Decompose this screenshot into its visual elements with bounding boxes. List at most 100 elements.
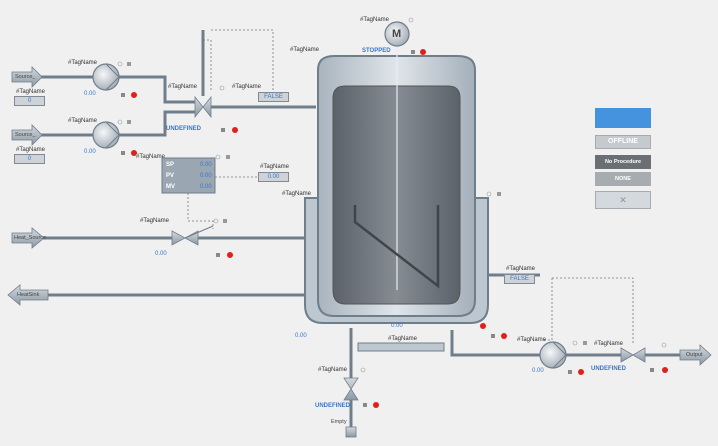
- pipe-outlet: [450, 330, 540, 357]
- tank-bottom-tag: #TagName: [388, 336, 418, 342]
- alarm-icon: [662, 367, 668, 373]
- signal-controller-down: [187, 193, 214, 229]
- inlet-display-tag: #TagName: [232, 84, 262, 90]
- inlet-valve-state: UNDEFINED: [166, 126, 202, 132]
- source-1-value[interactable]: 0: [14, 96, 45, 106]
- heat-sink-arrow: [7, 284, 49, 306]
- clock-icon: [213, 218, 219, 224]
- lock-icon: [221, 128, 225, 132]
- heat-valve-value: 0.00: [155, 251, 167, 257]
- pump-1[interactable]: [92, 63, 120, 91]
- source-2-tag: #TagName: [16, 147, 46, 153]
- info-icon: [223, 219, 227, 223]
- clock-icon: [215, 154, 221, 160]
- signal-outlet: [544, 278, 553, 341]
- controller-box[interactable]: [161, 157, 216, 194]
- controller-sp-label: SP: [166, 162, 175, 168]
- clock-icon: [117, 61, 123, 67]
- controller-mv-label: MV: [166, 184, 175, 190]
- agitator-motor[interactable]: [384, 21, 410, 47]
- info-icon: [127, 62, 131, 66]
- info-icon: [583, 341, 587, 345]
- drain-outlet: [345, 426, 357, 438]
- signal-outlet-right: [552, 277, 634, 345]
- source-2-value[interactable]: 0: [14, 154, 45, 164]
- outlet-valve[interactable]: [620, 347, 646, 363]
- info-icon: [127, 120, 131, 124]
- info-icon: [497, 192, 501, 196]
- alarm-icon: [232, 127, 238, 133]
- mode-button[interactable]: OFFLINE: [595, 135, 651, 149]
- controller-mv-value: 0.00: [200, 184, 212, 190]
- pump-2-value: 0.00: [84, 149, 96, 155]
- temp-display[interactable]: 0.00: [258, 172, 289, 182]
- alarm-icon: [131, 92, 137, 98]
- outlet-valve-state: UNDEFINED: [591, 366, 627, 372]
- inlet-valve-tag: #TagName: [168, 84, 198, 90]
- alarm-icon: [131, 150, 137, 156]
- outlet-pump-tag: #TagName: [517, 337, 547, 343]
- lock-icon: [491, 334, 495, 338]
- clock-icon: [408, 17, 414, 23]
- status-panel-header[interactable]: [595, 108, 651, 128]
- step-button[interactable]: NONE: [595, 172, 651, 186]
- clock-icon: [117, 119, 123, 125]
- tools-icon: ✕: [619, 195, 627, 205]
- controller-sp-value: 0.00: [200, 162, 212, 168]
- controller-tag: #TagName: [136, 154, 166, 160]
- source-2-name: Source_: [15, 132, 36, 138]
- pump-outlet[interactable]: [539, 341, 567, 369]
- tools-button[interactable]: ✕: [595, 191, 651, 209]
- alarm-icon: [578, 369, 584, 375]
- heat-valve[interactable]: [171, 225, 214, 246]
- clock-icon: [572, 340, 578, 346]
- signal-valve-left: [203, 39, 212, 92]
- tank-level-value: 0.00: [295, 333, 307, 339]
- pipe-pump1-valve: [119, 75, 195, 104]
- agitator-tag: #TagName: [360, 17, 390, 23]
- inlet-display[interactable]: FALSE: [258, 92, 289, 102]
- clock-icon: [360, 367, 366, 373]
- signal-lines: [187, 29, 634, 345]
- clock-icon: [486, 191, 492, 197]
- lock-icon: [363, 403, 367, 407]
- output-name: Output: [686, 352, 703, 358]
- pump-2[interactable]: [92, 121, 120, 149]
- heat-sink-name: HeatSink: [17, 292, 40, 298]
- output-arrow: [679, 344, 712, 366]
- alarm-icon: [420, 49, 426, 55]
- drain-name: Empty: [331, 419, 347, 425]
- heat-source-arrow: [11, 227, 45, 249]
- tank-bottom-bar: [357, 342, 445, 352]
- lock-icon: [216, 253, 220, 257]
- info-icon: [226, 155, 230, 159]
- clock-icons: [117, 17, 667, 373]
- controller-pv-label: PV: [166, 173, 175, 179]
- info-icons: [127, 62, 587, 345]
- drain-valve-state: UNDEFINED: [315, 403, 351, 409]
- drain-valve-tag: #TagName: [318, 367, 348, 373]
- source-1-arrow: [11, 66, 43, 88]
- drain-valve[interactable]: [343, 377, 359, 401]
- source-1-tag: #TagName: [16, 89, 46, 95]
- agitator-blade: [353, 205, 440, 289]
- source-2-arrow: [11, 124, 43, 146]
- pump-1-tag: #TagName: [68, 60, 98, 66]
- lock-icon: [411, 50, 415, 54]
- tank-bottom-value: 0.00: [391, 323, 403, 329]
- outlet-display-tag: #TagName: [506, 266, 536, 272]
- lock-icon: [121, 151, 125, 155]
- lock-icon: [568, 370, 572, 374]
- controller-pv-value: 0.00: [200, 173, 212, 179]
- inlet-valve[interactable]: [194, 95, 212, 119]
- agitator-state: STOPPED: [362, 48, 391, 54]
- lock-icons: [121, 50, 654, 407]
- outlet-display[interactable]: FALSE: [504, 274, 535, 284]
- temp-display-tag: #TagName: [260, 164, 290, 170]
- alarm-icons: [131, 49, 668, 408]
- alarm-icon: [227, 252, 233, 258]
- procedure-button[interactable]: No Procedure: [595, 155, 651, 169]
- pump-2-tag: #TagName: [68, 118, 98, 124]
